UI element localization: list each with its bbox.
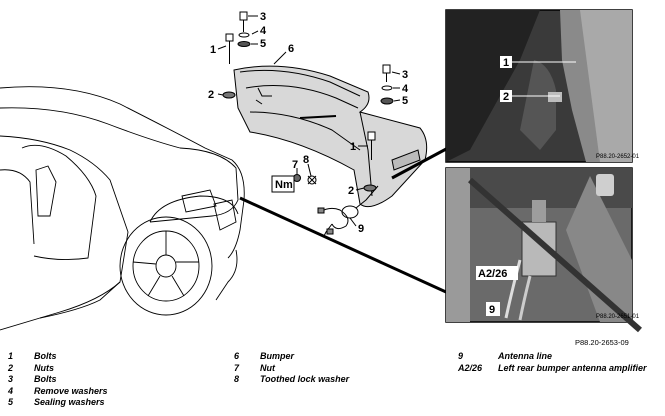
inset-top-callout-2: 2 [503,91,509,103]
legend-column-2: 6 Bumper 7 Nut 8 Toothed lock washer [234,351,349,386]
legend-item: 4 Remove washers [8,386,108,398]
document-reference: P88.20-2653-09 [575,338,629,347]
legend-column-3: 9 Antenna line A2/26 Left rear bumper ante… [458,351,647,374]
legend-text: Bolts [34,374,57,384]
legend-item: A2/26 Left rear bumper antenna amplifier [458,363,647,375]
callout-labels: 3 4 5 1 6 2 3 4 5 1 7 8 Nm 2 9 1 2 P88.2… [208,11,640,320]
legend-number: 2 [8,362,14,373]
inset-photo-bottom [445,167,642,333]
legend-number: 9 [458,351,464,361]
callout-1-left: 1 [210,44,216,56]
legend-item: 7 Nut [234,363,349,375]
legend-text: Toothed lock washer [260,374,350,384]
legend-number: 4 [8,385,14,396]
callout-4-top: 4 [260,25,267,37]
legend-number: 6 [234,351,240,361]
callout-5-top: 5 [260,38,266,50]
legend-item: 6 Bumper [234,351,349,363]
legend-item: 2 Nuts [8,363,108,375]
car-illustration [0,86,245,331]
callout-3-top: 3 [260,11,266,23]
legend-text: Bumper [260,351,295,361]
torque-nm-label: Nm [275,179,293,191]
callout-5-right: 5 [402,95,408,107]
legend-item: 5 Sealing washers [8,397,108,409]
callout-2-left: 2 [208,89,214,101]
legend-number: 1 [8,351,14,361]
legend-number: 5 [8,397,14,407]
legend-number: A2/26 [458,362,483,373]
legend-number: 3 [8,374,14,384]
legend-text: Bolts [34,351,57,361]
callout-3-right: 3 [402,69,408,81]
inset-bottom-callout-a226: A2/26 [478,268,507,280]
legend-item: 8 Toothed lock washer [234,374,349,386]
legend-number: 7 [234,362,240,373]
callout-1-lower: 1 [350,141,356,153]
legend-item: 1 Bolts [8,351,108,363]
inset-bottom-callout-9: 9 [489,304,495,316]
callout-9: 9 [358,223,364,235]
inset-top-callout-1: 1 [503,57,509,69]
legend-number: 8 [234,374,240,384]
legend-text: Remove washers [34,385,108,396]
inset-connector-lines [239,146,449,294]
callout-7: 7 [292,159,298,171]
legend-text: Sealing washers [34,397,105,407]
legend-item: 9 Antenna line [458,351,647,363]
legend-item: 3 Bolts [8,374,108,386]
callout-6: 6 [288,43,294,55]
callout-8: 8 [303,154,309,166]
inset-photo-top [445,9,633,163]
callout-4-right: 4 [402,83,409,95]
legend-text: Nuts [34,362,54,373]
inset-top-code: P88.20-2652-01 [596,154,640,160]
legend-text: Nut [260,362,275,373]
inset-bottom-code: P88.20-2651-01 [596,314,640,320]
legend-text: Left rear bumper antenna amplifier [498,362,647,373]
bumper-exploded-view [217,11,428,237]
legend-text: Antenna line [498,351,553,361]
callout-2-lower: 2 [348,185,354,197]
